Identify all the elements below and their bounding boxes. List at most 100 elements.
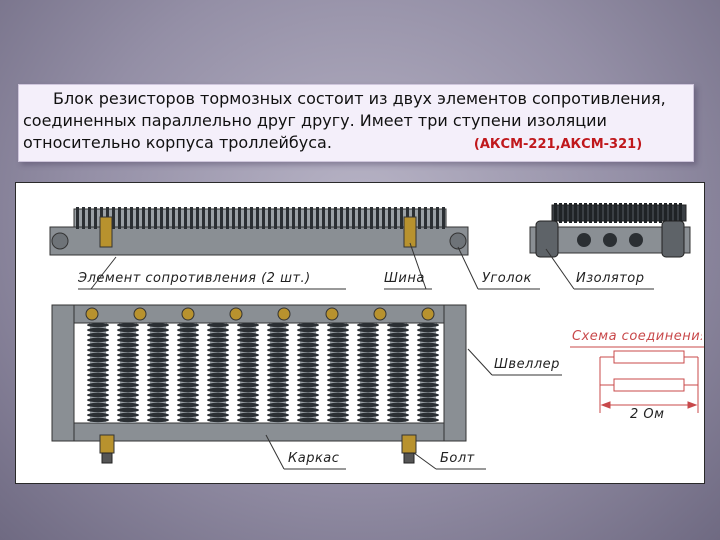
top-bolt	[277, 307, 291, 321]
coil-turn	[147, 397, 169, 403]
coil-turn	[87, 332, 109, 338]
side-hole-2	[603, 233, 617, 247]
top-coil-turn	[436, 207, 439, 229]
coil-turn	[267, 407, 289, 413]
top-channel-bar	[49, 226, 469, 256]
front-frame-left	[51, 304, 75, 442]
coil-turn	[207, 372, 229, 378]
coil-turn	[387, 387, 409, 393]
coil-turn	[267, 362, 289, 368]
label-resistance-value: 2 Ом	[630, 407, 665, 422]
coil-turn	[207, 342, 229, 348]
coil-turn	[417, 382, 439, 388]
coil-turn	[297, 337, 319, 343]
top-coil-turn	[280, 207, 283, 229]
top-coil-turn	[88, 207, 91, 229]
coil-turn	[207, 402, 229, 408]
coil-turn	[177, 402, 199, 408]
side-coil-turn	[649, 203, 652, 223]
coil-turn	[207, 412, 229, 418]
top-coil-turn	[400, 207, 403, 229]
top-coil-turn	[370, 207, 373, 229]
coil-turn	[327, 337, 349, 343]
coil-turn	[117, 417, 139, 423]
top-coil-turn	[352, 207, 355, 229]
coil-turn	[237, 337, 259, 343]
coil-turn	[327, 382, 349, 388]
coil-turn	[117, 362, 139, 368]
top-coil-turn	[340, 207, 343, 229]
label-connection-scheme: Схема соединения	[572, 329, 702, 344]
coil-turn	[297, 382, 319, 388]
coil-turn	[87, 397, 109, 403]
coil-turn	[87, 417, 109, 423]
coil-turn	[327, 377, 349, 383]
top-coil-turn	[418, 207, 421, 229]
coil-turn	[207, 367, 229, 373]
coil-turn	[417, 367, 439, 373]
coil-turn	[147, 387, 169, 393]
top-coil-turn	[322, 207, 325, 229]
coil-turn	[297, 412, 319, 418]
coil-turn	[267, 337, 289, 343]
coil-turn	[357, 412, 379, 418]
bottom-terminal-right	[401, 434, 417, 464]
side-coil-turn	[569, 203, 572, 223]
top-coil-turn	[184, 207, 187, 229]
coil-turn	[327, 322, 349, 328]
coil-turn	[267, 412, 289, 418]
coil-turn	[417, 417, 439, 423]
label-frame: Каркас	[288, 451, 340, 466]
top-coil-turn	[250, 207, 253, 229]
coil-turn	[147, 347, 169, 353]
coil-turn	[147, 337, 169, 343]
side-insulator-left	[535, 220, 559, 258]
coil-turn	[267, 382, 289, 388]
top-coil-turn	[364, 207, 367, 229]
coil-turn	[117, 367, 139, 373]
top-coil-turn	[304, 207, 307, 229]
coil-turn	[387, 392, 409, 398]
coil-turn	[207, 387, 229, 393]
coil-turn	[417, 377, 439, 383]
front-top-bolts	[85, 307, 435, 321]
coil-turn	[267, 392, 289, 398]
coil-turn	[327, 362, 349, 368]
coil-turn	[297, 342, 319, 348]
side-coil-turn	[624, 203, 627, 223]
coil-turn	[387, 412, 409, 418]
top-coil-turn	[292, 207, 295, 229]
top-coil-turn	[166, 207, 169, 229]
top-coil-turn	[334, 207, 337, 229]
caption-box: Блок резисторов тормозных состоит из дву…	[18, 84, 694, 162]
coil-turn	[177, 407, 199, 413]
coil-turn	[417, 387, 439, 393]
coil-turn	[297, 332, 319, 338]
technical-drawing: Элемент сопротивления (2 шт.) Шина Уголо…	[15, 182, 705, 484]
coil-turn	[177, 377, 199, 383]
coil-turn	[297, 387, 319, 393]
coil-turn	[117, 342, 139, 348]
coil-turn	[327, 367, 349, 373]
coil-turn	[297, 327, 319, 333]
coil-turn	[327, 372, 349, 378]
top-view-resistor	[49, 207, 469, 256]
coil-turn	[237, 382, 259, 388]
label-resistance-element: Элемент сопротивления (2 шт.)	[78, 271, 311, 286]
top-coil-turn	[298, 207, 301, 229]
coil-turn	[117, 377, 139, 383]
top-coil-turn	[190, 207, 193, 229]
top-bolt	[229, 307, 243, 321]
coil-turn	[327, 342, 349, 348]
coil-turn	[297, 367, 319, 373]
coil-turn	[117, 347, 139, 353]
top-coil-turn	[160, 207, 163, 229]
top-coil-turn	[310, 207, 313, 229]
coil-turn	[267, 367, 289, 373]
leader-lines	[78, 242, 654, 470]
coil-turn	[147, 407, 169, 413]
coil-turn	[267, 372, 289, 378]
caption-line-3-text: относительно корпуса троллейбуса.	[23, 133, 332, 152]
coil-turn	[387, 402, 409, 408]
coil-turn	[357, 337, 379, 343]
